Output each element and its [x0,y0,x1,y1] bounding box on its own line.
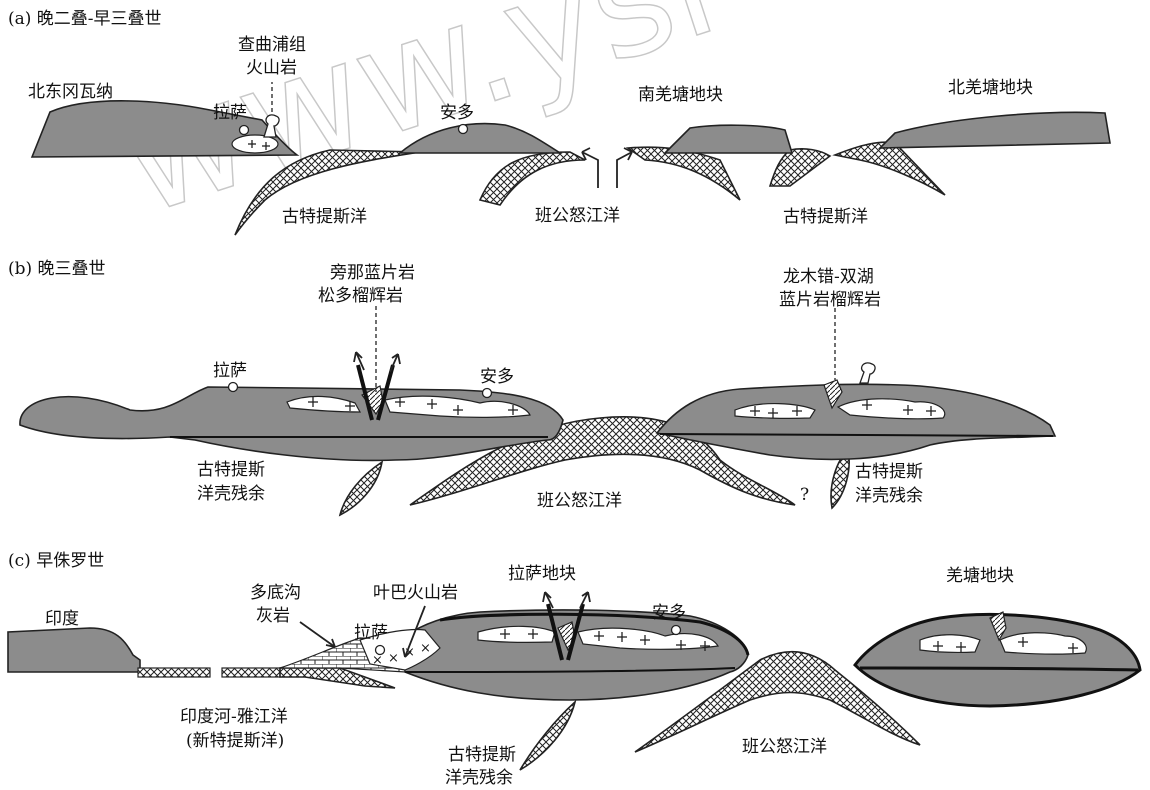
lhasa-crust-c [399,609,749,701]
lhasa-crust-b [19,386,564,462]
north-qiangtang-crust [878,111,1111,149]
volcano-icon [263,114,280,138]
neo-tethys-slab-2 [221,667,281,678]
north-gondwana-crust [30,100,300,158]
remnant-right-label-1: 古特提斯 [855,462,923,482]
bangong-label-a: 班公怒江洋 [535,206,620,226]
paleotethys-label-left: 古特提斯洋 [282,207,367,227]
paleotethys-slab-mid [768,148,832,187]
paleotethys-slab-left [234,149,421,236]
granite-pluton-b1 [286,395,362,413]
qiangtang-crust-b [655,383,1057,461]
volcanic-label-1: 查曲浦组 [238,35,306,55]
amdo-label-b: 安多 [480,367,514,387]
amdo-label: 安多 [440,103,474,123]
remnant-right-label-2: 洋壳残余 [855,486,923,506]
panel-a-title: (a) 晚二叠-早三叠世 [8,9,162,29]
granite-pluton-c1 [477,625,556,643]
qiangtang-block-label: 羌塘地块 [946,566,1014,586]
lhasa-label: 拉萨 [213,103,247,123]
north-gondwana-label: 北东冈瓦纳 [28,82,113,102]
duodi-label-2: 灰岩 [256,606,290,626]
subduction-arrow-right [616,147,633,188]
panel-a: (a) 晚二叠-早三叠世 查曲浦组 火山岩 北东冈瓦纳 拉萨 安多 南羌塘地块 … [8,9,1111,236]
volcanic-label-2: 火山岩 [246,58,297,78]
north-qiangtang-label: 北羌塘地块 [948,78,1033,98]
lhasa-marker-c [374,644,386,656]
remnant-left-label-1: 古特提斯 [197,460,265,480]
bangong-label-c: 班公怒江洋 [742,737,827,757]
granite-pluton-b4 [836,398,946,420]
longmu-label-1: 龙木错-双湖 [783,267,874,287]
subduction-arrow-left [581,147,599,188]
accretion-slab-c [279,667,396,689]
granite-pluton-b3 [734,403,816,419]
granite-pluton-c3 [919,634,981,653]
duodi-label-1: 多底沟 [250,583,301,603]
bangong-label-b: 班公怒江洋 [537,491,622,511]
fault-left-b [356,364,374,421]
amdo-label-c: 安多 [652,603,686,623]
panel-c-title: (c) 早侏罗世 [8,551,104,571]
duodi-leader [299,621,336,648]
south-qiangtang-label: 南羌塘地块 [638,85,723,105]
volcano-icon-b [859,362,876,384]
panel-c: (c) 早侏罗世 × × × × [7,551,1142,788]
south-qiangtang-crust [663,124,794,154]
remnant-label-c-2: 洋壳残余 [445,768,513,788]
pangna-label-1: 旁那蓝片岩 [330,263,415,283]
blueschist-wedge-b2 [823,379,843,410]
question-mark: ? [800,485,809,505]
amdo-marker-c [670,624,682,636]
paleotethys-slab-right [832,141,946,196]
remnant-left-label-2: 洋壳残余 [197,484,265,504]
blueschist-wedge-c2 [989,611,1007,642]
svg-text:×: × [388,651,399,666]
bangong-slab-left [478,151,586,206]
fault-right-b [376,364,395,421]
lhasa-label-b: 拉萨 [213,361,247,381]
fault-left-c [546,603,564,661]
paleotethys-remnant-c [519,699,577,771]
amdo-marker-b [481,387,493,399]
granite-pluton-c2 [577,627,719,650]
yarlung-label-2: (新特提斯洋) [186,731,284,751]
svg-text:×: × [420,641,431,656]
remnant-label-c-1: 古特提斯 [448,745,516,765]
amdo-marker [457,123,469,135]
yarlung-label-1: 印度河-雅江洋 [180,707,288,727]
granite-pluton-c4 [999,632,1087,655]
paleotethys-remnant-left [338,460,384,517]
lhasa-marker [238,124,250,136]
volcanic-rock-wedge [359,628,441,671]
panel-b-title: (b) 晚三叠世 [8,259,106,279]
panel-b: (b) 晚三叠世 [8,259,1057,517]
lhasa-block-label: 拉萨地块 [508,564,576,584]
lhasa-marker-b [227,381,239,393]
x-mark: × [372,653,383,668]
yeba-leader [404,605,426,658]
neo-tethys-slab-1 [137,667,211,678]
pangna-label-2: 松多榴辉岩 [318,286,403,306]
india-label: 印度 [45,609,79,629]
bangong-slab-c [634,651,921,753]
india-crust [7,627,141,673]
bangong-slab-right [625,146,741,201]
yeba-label: 叶巴火山岩 [373,583,458,603]
amdo-crust [397,122,563,154]
lhasa-label-c: 拉萨 [354,623,388,643]
fault-right-c [566,603,585,661]
paleotethys-label-right: 古特提斯洋 [783,207,868,227]
longmu-label-2: 蓝片岩榴辉岩 [779,290,881,310]
